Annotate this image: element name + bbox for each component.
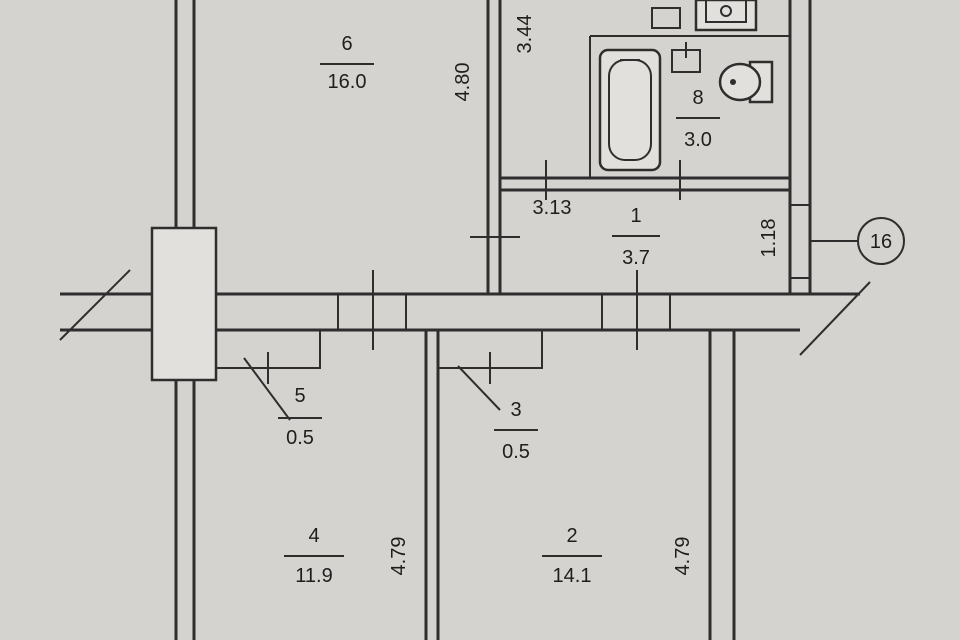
dimension-room8-depth: 3.44 bbox=[514, 15, 536, 54]
room-area: 3.0 bbox=[684, 129, 712, 151]
room-label-1: 1 3.7 bbox=[612, 205, 660, 269]
room-area: 3.7 bbox=[622, 247, 650, 269]
dimension-hall-width: 3.13 bbox=[533, 197, 572, 219]
room-label-3: 3 0.5 bbox=[494, 399, 538, 463]
room-label-6: 6 16.0 bbox=[320, 33, 374, 93]
room-area: 11.9 bbox=[295, 565, 332, 587]
room6-right-wall bbox=[470, 0, 520, 294]
room-number: 3 bbox=[510, 399, 521, 421]
room4-right-wall bbox=[424, 330, 440, 640]
break-line-right bbox=[799, 281, 871, 356]
room-area: 16.0 bbox=[328, 71, 367, 93]
axis-marker-label: 16 bbox=[870, 231, 892, 253]
washbasin bbox=[671, 42, 701, 73]
dimension-hall-depth: 1.18 bbox=[758, 219, 780, 258]
closet-5-outline bbox=[216, 330, 321, 421]
bathroom-walls bbox=[500, 35, 790, 200]
left-wall bbox=[174, 0, 196, 640]
room-label-5: 5 0.5 bbox=[278, 385, 322, 449]
room-number: 5 bbox=[294, 385, 305, 407]
room-label-8: 8 3.0 bbox=[676, 87, 720, 151]
room-number: 1 bbox=[630, 205, 641, 227]
room-number: 2 bbox=[566, 525, 577, 547]
dimension-room4-depth: 4.79 bbox=[388, 537, 410, 576]
chimney-block bbox=[150, 226, 218, 382]
closet-3-outline bbox=[438, 330, 543, 411]
room-number: 8 bbox=[692, 87, 703, 109]
dimension-room6-depth: 4.80 bbox=[452, 63, 474, 102]
room-label-2: 2 14.1 bbox=[542, 525, 602, 587]
room2-right-wall bbox=[708, 330, 736, 640]
bathtub bbox=[598, 48, 662, 172]
room-number: 4 bbox=[308, 525, 319, 547]
axis-marker: 16 bbox=[810, 217, 905, 265]
stove bbox=[651, 0, 758, 32]
dimension-room2-depth: 4.79 bbox=[672, 537, 694, 576]
room-area: 0.5 bbox=[502, 441, 530, 463]
break-line-left bbox=[59, 269, 131, 341]
toilet bbox=[718, 60, 774, 104]
room-number: 6 bbox=[341, 33, 352, 55]
room-label-4: 4 11.9 bbox=[284, 525, 344, 587]
room-area: 0.5 bbox=[286, 427, 314, 449]
room-area: 14.1 bbox=[553, 565, 592, 587]
bathroom-right-wall bbox=[788, 0, 812, 294]
